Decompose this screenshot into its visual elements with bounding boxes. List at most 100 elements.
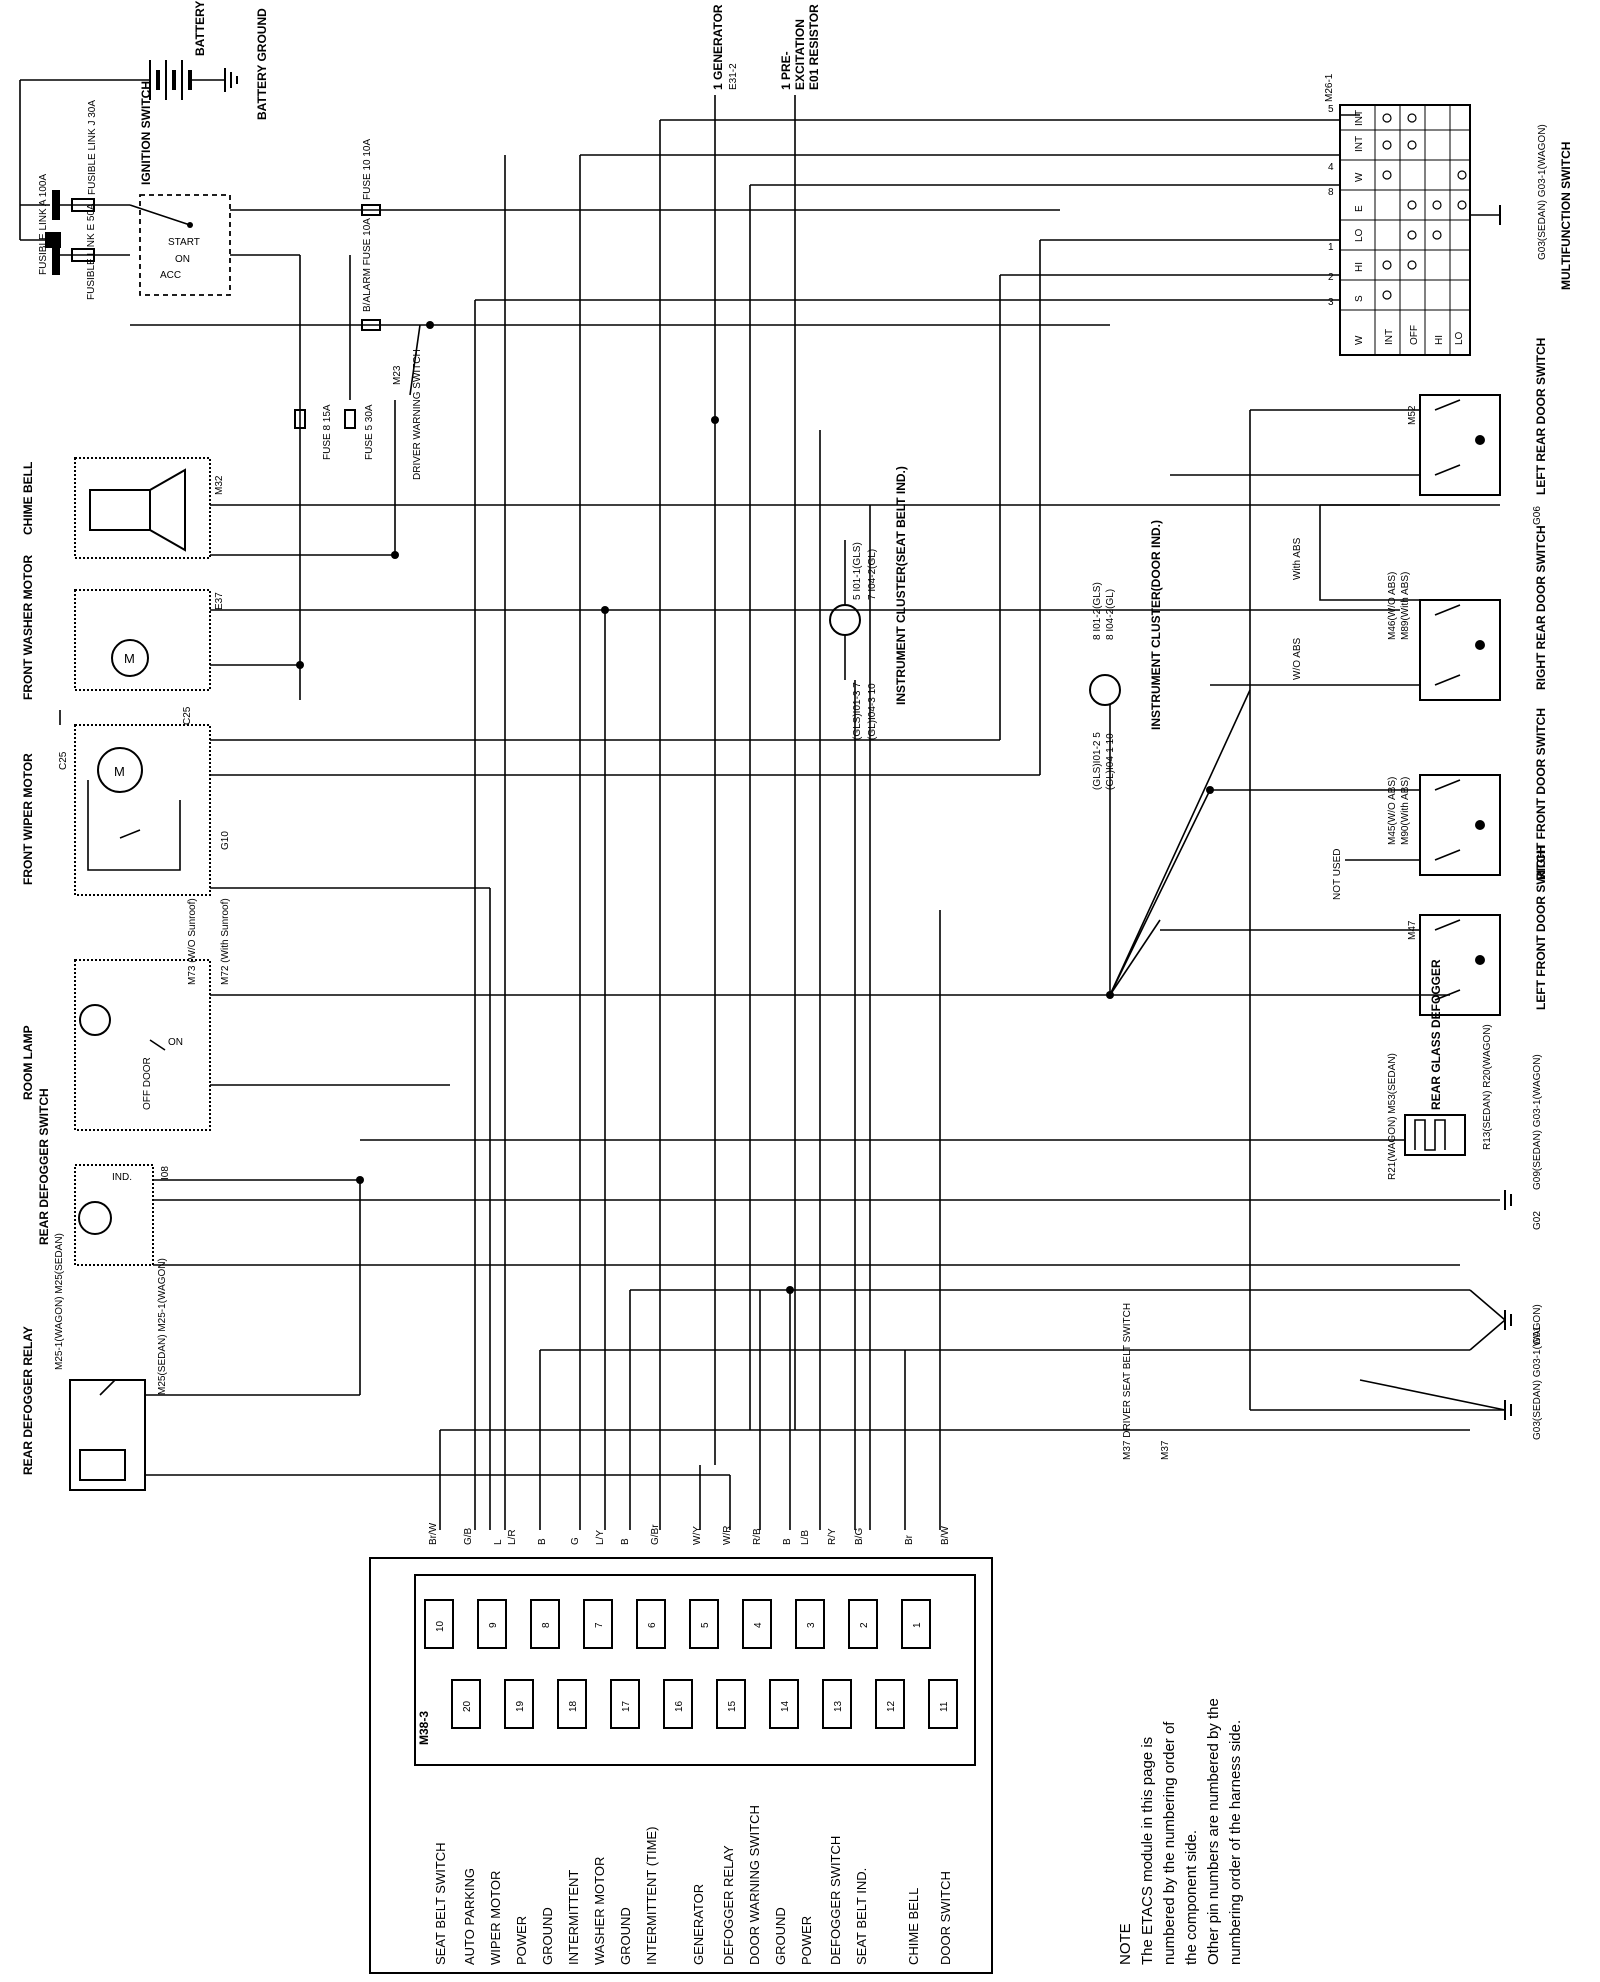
harness-wires	[439, 120, 1251, 1530]
etacs-pin-11: 11	[939, 1701, 950, 1712]
note-title: NOTE	[1117, 1923, 1134, 1965]
chime-bell-label: CHIME BELL	[21, 462, 35, 535]
wire-color-15: B/G	[854, 1528, 865, 1545]
etacs-pin-4: 4	[753, 1622, 764, 1628]
generator-conn-label: E31-2	[728, 63, 739, 90]
pre-excitation-label2: EXCITATION	[793, 19, 807, 90]
chime-bell: CHIME BELL M32	[21, 457, 1400, 559]
etacs-label: M38-3	[417, 1711, 431, 1745]
m46-label: M46(W/O ABS)	[1387, 572, 1398, 640]
etacs-fn-7: GROUND	[618, 1907, 633, 1965]
etacs-fn-2: WIPER MOTOR	[488, 1871, 503, 1965]
etacs-pins-top: 10 9 8 7 6 5 4 3 2 1	[424, 1599, 931, 1649]
etacs-fn-4: GROUND	[540, 1907, 555, 1965]
generator: 1 GENERATOR E31-2	[711, 4, 739, 1465]
fuses: FUSE 10 10A B/ALARM FUSE 10A FUSE 8 15A …	[130, 139, 1110, 700]
wire-color-0: Br/W	[428, 1522, 439, 1545]
ignition-switch: START ON ACC IGNITION SWITCH	[129, 81, 360, 296]
wire-color-9: W/Y	[692, 1526, 703, 1545]
etacs-pin-13: 13	[833, 1700, 844, 1712]
etacs-fn-14: DEFOGGER SWITCH	[828, 1836, 843, 1965]
etacs-pin-19: 19	[515, 1700, 526, 1712]
right-rear-door-switch-label: RIGHT REAR DOOR SWITCH	[1534, 525, 1548, 690]
mf-col-lo: LO	[1354, 228, 1365, 242]
mf-pin-8: 8	[1328, 187, 1334, 198]
m26-1-label: M26-1	[1324, 73, 1335, 102]
ic-sb-pins-c: (GLS)I01-3 7	[852, 682, 863, 740]
wire-color-14: R/Y	[827, 1528, 838, 1545]
driver-warning-switch: DRIVER WARNING SWITCH M23	[391, 321, 434, 559]
mf-col-s: S	[1354, 295, 1365, 302]
etacs-fn-10: DEFOGGER RELAY	[721, 1845, 736, 1965]
ic-door-pins-a: 8 I01-2(GLS)	[1092, 582, 1103, 640]
wire-color-3: L/R	[507, 1529, 518, 1545]
right-front-door-switch-label: RIGHT FRONT DOOR SWITCH	[1534, 708, 1548, 880]
etacs-pin-16: 16	[674, 1700, 685, 1712]
etacs-function-labels: SEAT BELT SWITCH AUTO PARKING WIPER MOTO…	[433, 1805, 953, 1965]
pre-excitation-resistor: 1 PRE- EXCITATION E01 RESISTOR	[779, 4, 821, 1430]
mf-pin-1: 1	[1328, 242, 1334, 253]
battery-label: BATTERY	[193, 1, 207, 56]
mf-row-lo: LO	[1454, 331, 1465, 345]
svg-text:M: M	[114, 764, 125, 779]
mf-row-int: INT	[1384, 329, 1395, 345]
ignition-acc: ACC	[160, 270, 181, 281]
with-abs-label: With ABS	[1292, 537, 1303, 580]
note-line2: numbered by the numbering order of	[1161, 1721, 1178, 1965]
generator-label: 1 GENERATOR	[711, 4, 725, 90]
room-lamp-on: ON	[168, 1037, 183, 1048]
m37b-label: M37	[1160, 1440, 1171, 1460]
etacs-fn-5: INTERMITTENT	[566, 1870, 581, 1965]
m45-label: M45(W/O ABS)	[1387, 777, 1398, 845]
m25-relay2-label: M25(SEDAN) M25-1(WAGON)	[157, 1258, 168, 1395]
etacs-fn-6: WASHER MOTOR	[592, 1857, 607, 1965]
etacs-fn-13: POWER	[799, 1916, 814, 1965]
fusible-link-a-label: FUSIBLE LINK A 100A	[38, 174, 49, 275]
wire-color-16: Br	[904, 1534, 915, 1545]
etacs-module: M38-3 10 9 8 7 6 5 4 3 2 1	[369, 1557, 993, 1974]
not-used-label: NOT USED	[1332, 849, 1343, 901]
m72-label: M72 (With Sunroof)	[220, 898, 231, 985]
ic-sb-pins-b: 7 I04-2(GL)	[867, 549, 878, 600]
etacs-fn-0: SEAT BELT SWITCH	[433, 1842, 448, 1965]
room-lamp-label: ROOM LAMP	[21, 1025, 35, 1100]
rear-glass-defogger-label: REAR GLASS DEFOGGER	[1429, 959, 1443, 1110]
ic-sb-pins-a: 5 I01-1(GLS)	[852, 542, 863, 600]
ind-label: IND.	[112, 1172, 132, 1183]
e37-label: E37	[214, 592, 225, 610]
etacs-fn-9: GENERATOR	[691, 1884, 706, 1965]
etacs-pin-8: 8	[541, 1622, 552, 1628]
etacs-fn-3: POWER	[514, 1916, 529, 1965]
multifunction-switch: INT OFF HI LO W S HI LO E W INT INT 5 4 …	[475, 73, 1573, 356]
fuse10-label: FUSE 10 10A	[362, 139, 373, 200]
right-front-door-switch: RIGHT FRONT DOOR SWITCH M45(W/O ABS) M90…	[1206, 708, 1548, 900]
rear-defogger-switch: IND. REAR DEFOGGER SWITCH I08	[37, 1088, 1500, 1266]
front-washer-motor: M FRONT WASHER MOTOR E37	[21, 555, 1400, 700]
pre-excitation-label: 1 PRE-	[779, 51, 793, 90]
left-front-door-switch-label: LEFT FRONT DOOR SWITCH	[1534, 845, 1548, 1010]
etacs-pin-15: 15	[727, 1700, 738, 1712]
wire-color-13: B	[782, 1538, 793, 1545]
svg-text:M: M	[124, 651, 135, 666]
g10-label: G10	[220, 831, 231, 850]
room-lamp: ON OFF DOOR ROOM LAMP M73 (W/O Sunroof) …	[21, 898, 1450, 1131]
pre-excitation-label3: E01 RESISTOR	[807, 4, 821, 90]
etacs-pin-20: 20	[462, 1700, 473, 1712]
m73-label: M73 (W/O Sunroof)	[187, 898, 198, 985]
wire-color-7: B	[620, 1538, 631, 1545]
instrument-cluster-door-label: INSTRUMENT CLUSTER(DOOR IND.)	[1149, 520, 1163, 730]
etacs-fn-11: DOOR WARNING SWITCH	[747, 1805, 762, 1965]
fusible-links: FUSIBLE LINK J 30A FUSIBLE LINK A 100A F…	[20, 100, 130, 300]
wire-color-12: L/B	[800, 1530, 811, 1545]
g03-bottom-label: G03(SEDAN) G03-1(WAGON)	[1532, 1304, 1543, 1440]
m32-label: M32	[214, 475, 225, 495]
left-front-door-switch: LEFT FRONT DOOR SWITCH M47	[1160, 845, 1548, 1016]
c25b-label: C25	[58, 751, 69, 770]
instrument-cluster-seat-belt: 5 I01-1(GLS) 7 I04-2(GL) (GLS)I01-3 7 (G…	[829, 466, 908, 740]
wire-color-1: G/B	[463, 1527, 474, 1545]
i08-label: I08	[160, 1166, 171, 1180]
etacs-pin-5: 5	[700, 1622, 711, 1628]
wire-color-4: B	[537, 1538, 548, 1545]
left-rear-door-switch-label: LEFT REAR DOOR SWITCH	[1534, 338, 1548, 495]
